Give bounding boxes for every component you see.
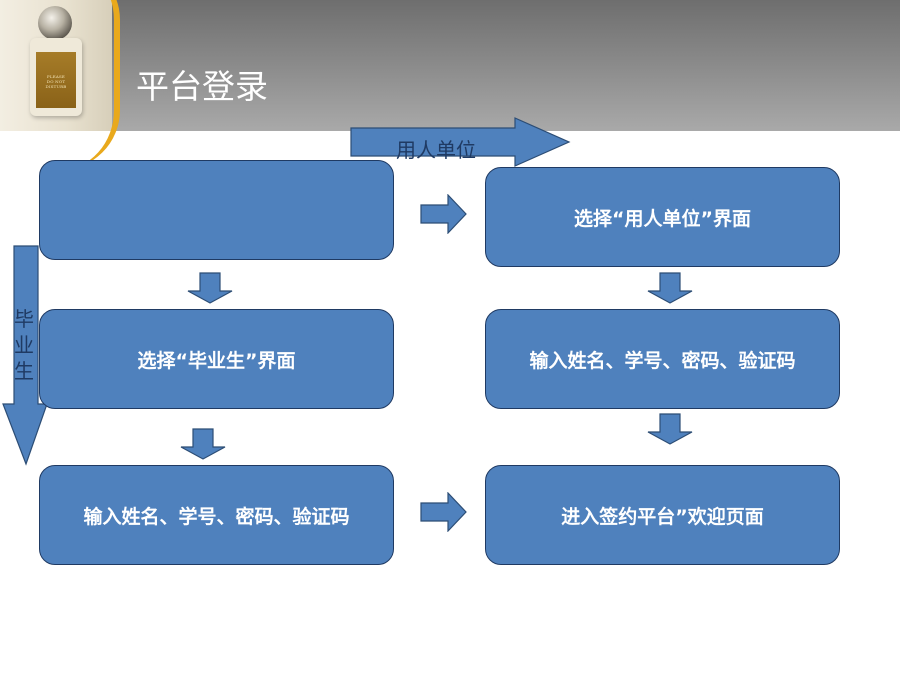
employer-credentials-box[interactable]: 输入姓名、学号、密码、验证码 bbox=[485, 309, 840, 409]
welcome-page-label: 进入签约平台”欢迎页面 bbox=[561, 505, 764, 528]
employer-credentials-label: 输入姓名、学号、密码、验证码 bbox=[529, 349, 796, 372]
arrow-right-employer bbox=[350, 117, 571, 167]
graduate-credentials-label: 输入姓名、学号、密码、验证码 bbox=[83, 505, 350, 528]
graduate-arrow-label: 毕业生 bbox=[14, 307, 34, 383]
page-title: 平台登录 bbox=[136, 67, 268, 106]
arrow-down-left-2 bbox=[180, 428, 226, 460]
arrow-down-graduate bbox=[2, 245, 48, 466]
header-banner bbox=[0, 0, 900, 131]
door-hanger-text: PLEASE DO NOT DISTURB bbox=[36, 52, 76, 108]
arrow-down-right-1 bbox=[647, 272, 693, 304]
select-graduate-box[interactable]: 选择“毕业生”界面 bbox=[39, 309, 394, 409]
employer-arrow-label: 用人单位 bbox=[396, 138, 476, 162]
door-hanger-image: PLEASE DO NOT DISTURB bbox=[30, 38, 82, 116]
arrow-right-mid-2 bbox=[420, 492, 467, 532]
arrow-right-mid-1 bbox=[420, 194, 467, 234]
select-employer-label: 选择“用人单位”界面 bbox=[574, 207, 751, 230]
gold-accent-curve bbox=[60, 0, 120, 170]
arrow-down-right-2 bbox=[647, 413, 693, 445]
graduate-credentials-box[interactable]: 输入姓名、学号、密码、验证码 bbox=[39, 465, 394, 565]
welcome-page-box[interactable]: 进入签约平台”欢迎页面 bbox=[485, 465, 840, 565]
select-employer-box[interactable]: 选择“用人单位”界面 bbox=[485, 167, 840, 267]
select-graduate-label: 选择“毕业生”界面 bbox=[137, 349, 296, 372]
login-box[interactable] bbox=[39, 160, 394, 260]
arrow-down-left-1 bbox=[187, 272, 233, 304]
